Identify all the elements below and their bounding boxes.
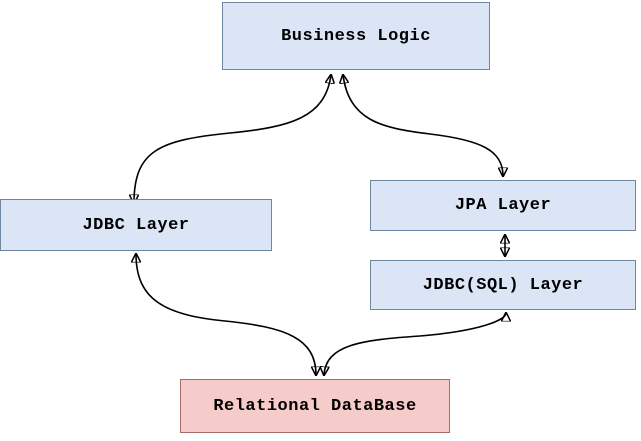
edge-jpa-to-business-logic bbox=[343, 75, 503, 176]
node-jdbc-layer[interactable]: JDBC Layer bbox=[0, 199, 272, 251]
node-jdbc-layer-label: JDBC Layer bbox=[82, 215, 190, 235]
node-relational-database-label: Relational DataBase bbox=[213, 396, 417, 416]
node-relational-database[interactable]: Relational DataBase bbox=[180, 379, 450, 433]
node-jdbc-sql-layer[interactable]: JDBC(SQL) Layer bbox=[370, 260, 636, 310]
edge-jdbc-to-business-logic bbox=[134, 75, 331, 203]
edge-database-to-jdbc-sql bbox=[324, 313, 506, 375]
edge-database-to-jdbc bbox=[136, 254, 316, 375]
node-jdbc-sql-layer-label: JDBC(SQL) Layer bbox=[422, 275, 584, 295]
node-business-logic-label: Business Logic bbox=[281, 26, 431, 46]
node-business-logic[interactable]: Business Logic bbox=[222, 2, 490, 70]
node-jpa-layer-label: JPA Layer bbox=[454, 196, 552, 215]
node-jpa-layer[interactable]: JPA Layer bbox=[370, 180, 636, 231]
